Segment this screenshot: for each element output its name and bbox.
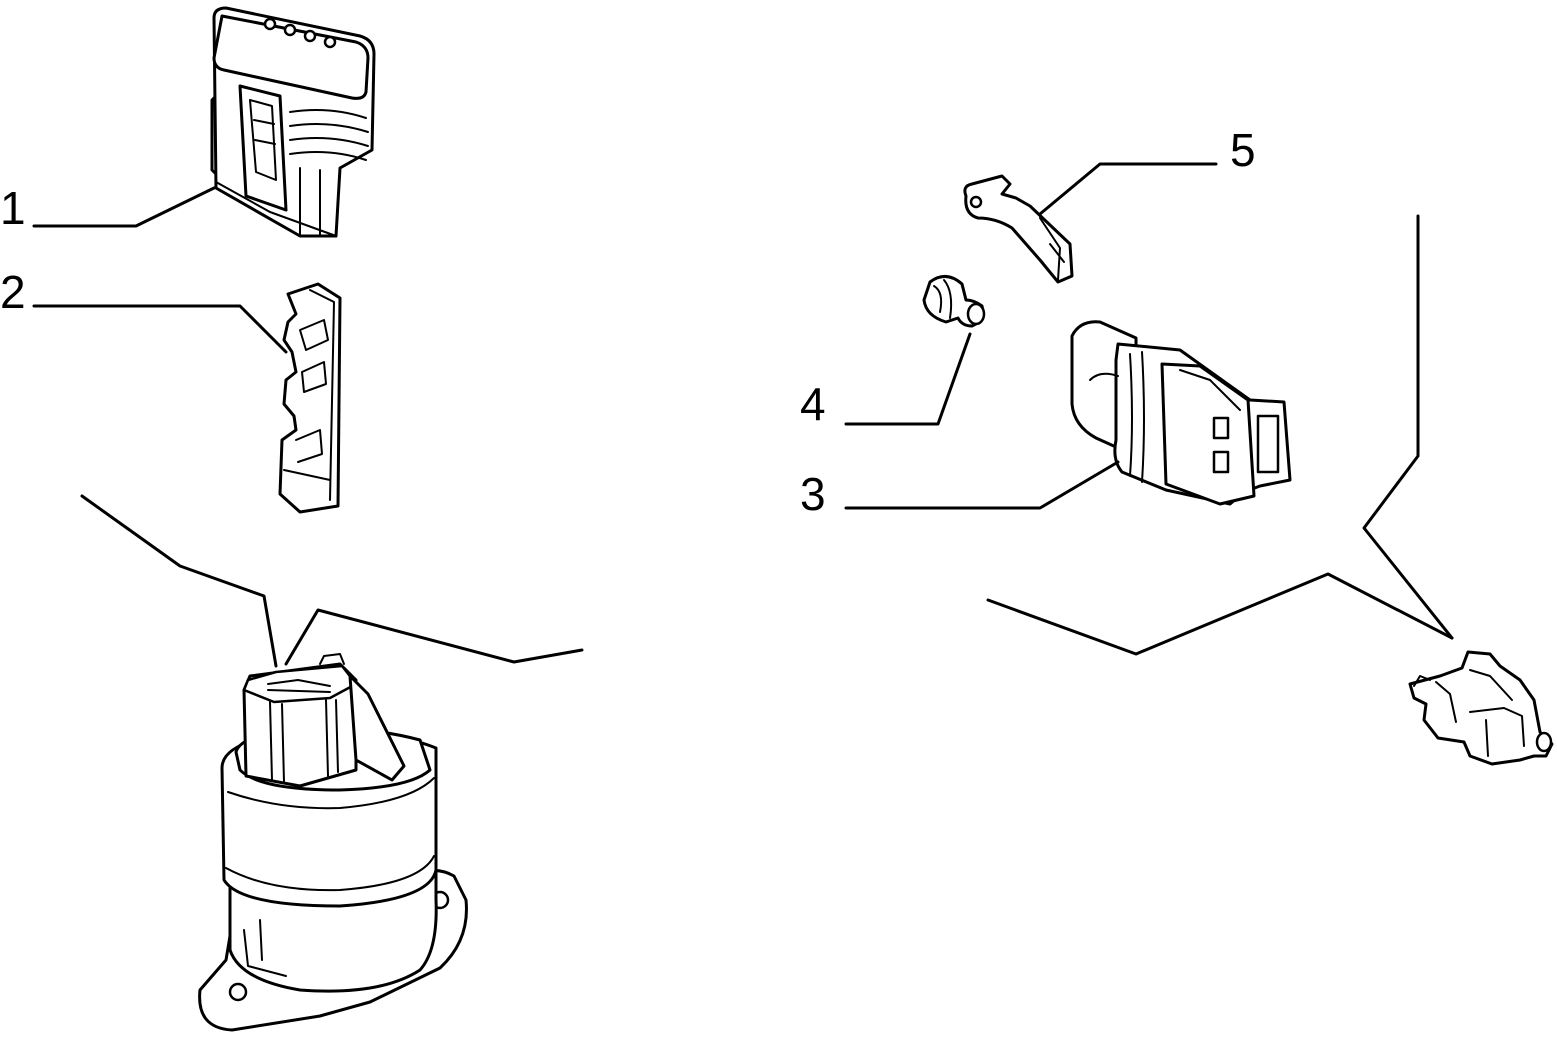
leader-lines — [32, 162, 1454, 668]
leader-line-4 — [844, 332, 972, 426]
callout-number-1: 1 — [0, 182, 26, 234]
terminal-clip-part-2 — [278, 282, 342, 514]
assembly-line-right-a — [1362, 214, 1454, 640]
assembly-line-left-b — [284, 608, 584, 666]
assembly-line-right-b — [986, 572, 1454, 656]
valve-assembly — [198, 653, 468, 1032]
connector-housing-part-1 — [210, 6, 376, 238]
seal-part-4 — [922, 275, 986, 328]
callout-number-3: 3 — [800, 468, 826, 520]
callout-number-5: 5 — [1230, 124, 1256, 176]
leader-line-3 — [844, 460, 1120, 510]
callout-number-4: 4 — [800, 378, 826, 430]
assembly-line-left-a — [80, 494, 278, 668]
connector-housing-part-3 — [1070, 320, 1292, 506]
leader-line-5 — [1038, 162, 1218, 216]
callout-number-2: 2 — [0, 266, 26, 318]
leader-line-2 — [32, 304, 288, 354]
leader-line-1 — [32, 186, 216, 228]
solenoid-valve-small — [1408, 650, 1554, 766]
lock-clip-part-5 — [963, 174, 1074, 284]
